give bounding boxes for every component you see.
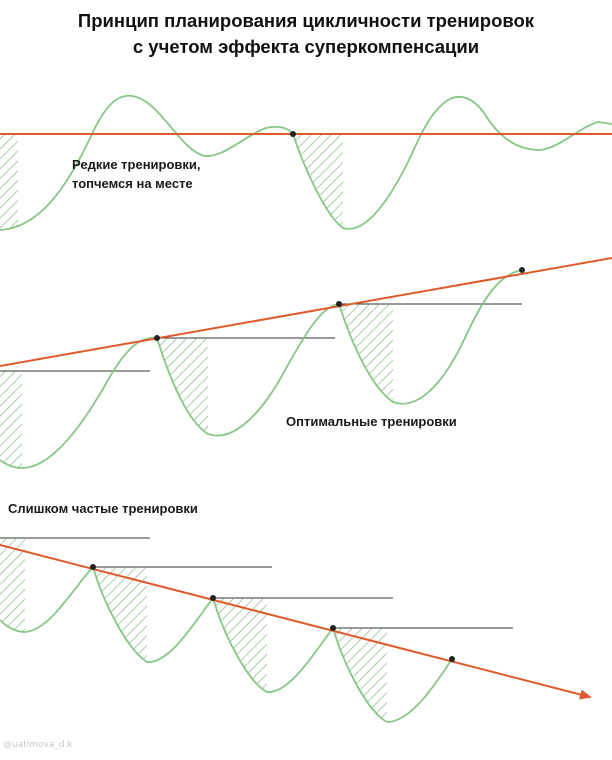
trend-line-optimal <box>0 257 612 367</box>
hatched-area-rare-1 <box>0 134 18 231</box>
panel-optimal <box>0 257 612 469</box>
label-rare-line-1: Редкие тренировки, <box>72 157 201 172</box>
marker-dot <box>90 564 96 570</box>
label-optimal-trainings: Оптимальные тренировки <box>286 414 457 429</box>
hatched-area-frequent-1 <box>0 538 25 632</box>
trend-line-frequent <box>0 544 592 700</box>
panel-frequent <box>0 537 592 723</box>
hatched-area-optimal-3 <box>339 304 393 402</box>
watermark: @uatimova_d.k <box>3 740 73 750</box>
hatched-area-frequent-3 <box>213 598 267 692</box>
hatched-area-rare-2 <box>293 134 343 228</box>
wave-optimal <box>0 269 523 469</box>
marker-dot <box>519 267 525 273</box>
hatched-area-frequent-2 <box>93 567 147 662</box>
marker-dot <box>449 656 455 662</box>
title-line-2: с учетом эффекта суперкомпенсации <box>132 36 480 57</box>
marker-dot <box>154 335 160 341</box>
title-line-1: Принцип планирования цикличности трениро… <box>77 10 535 31</box>
hatched-area-frequent-4 <box>333 628 387 722</box>
hatched-area-optimal-2 <box>157 338 208 434</box>
marker-dot <box>290 131 296 137</box>
panel-rare <box>0 94 612 231</box>
marker-dot <box>336 301 342 307</box>
label-rare-line-2: топчемся на месте <box>72 176 193 191</box>
marker-dot <box>330 625 336 631</box>
hatched-area-optimal-1 <box>0 371 22 468</box>
wave-rare <box>0 94 612 231</box>
marker-dot <box>210 595 216 601</box>
label-rare-trainings: Редкие тренировки, топчемся на месте <box>72 155 201 193</box>
label-frequent-trainings: Слишком частые тренировки <box>8 501 198 516</box>
diagram-title: Принцип планирования цикличности трениро… <box>0 8 612 60</box>
